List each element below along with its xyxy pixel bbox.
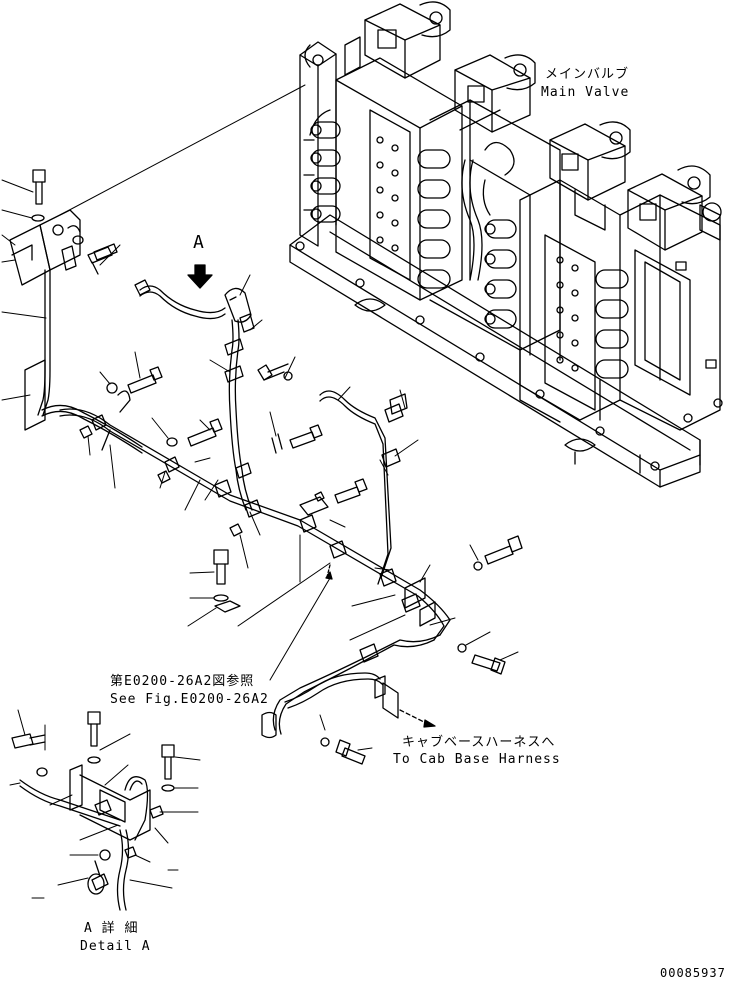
drawing-number: 00085937 <box>660 966 726 980</box>
reference-label-jp: 第E0200-26A2図参照 <box>110 674 255 689</box>
leader-lines <box>87 274 519 751</box>
cab-harness-label-en: To Cab Base Harness <box>393 752 561 767</box>
detail-a-label-en: Detail A <box>80 939 151 954</box>
detail-a-view <box>9 709 201 911</box>
main-valve-label-jp: メインバルブ <box>545 67 630 82</box>
main-wiring-harness <box>59 279 451 739</box>
view-arrow-label: A <box>193 232 205 253</box>
reference-label-en: See Fig.E0200-26A2 <box>110 692 269 707</box>
fasteners <box>79 243 523 765</box>
main-valve-label-en: Main Valve <box>541 85 630 100</box>
detail-a-label-jp: A 詳 細 <box>84 921 139 936</box>
cab-harness-label-jp: キャブベースハーネスへ <box>402 735 556 750</box>
left-bracket-group <box>1 169 143 454</box>
view-arrow-a <box>187 264 213 289</box>
main-valve-assembly <box>289 1 723 488</box>
